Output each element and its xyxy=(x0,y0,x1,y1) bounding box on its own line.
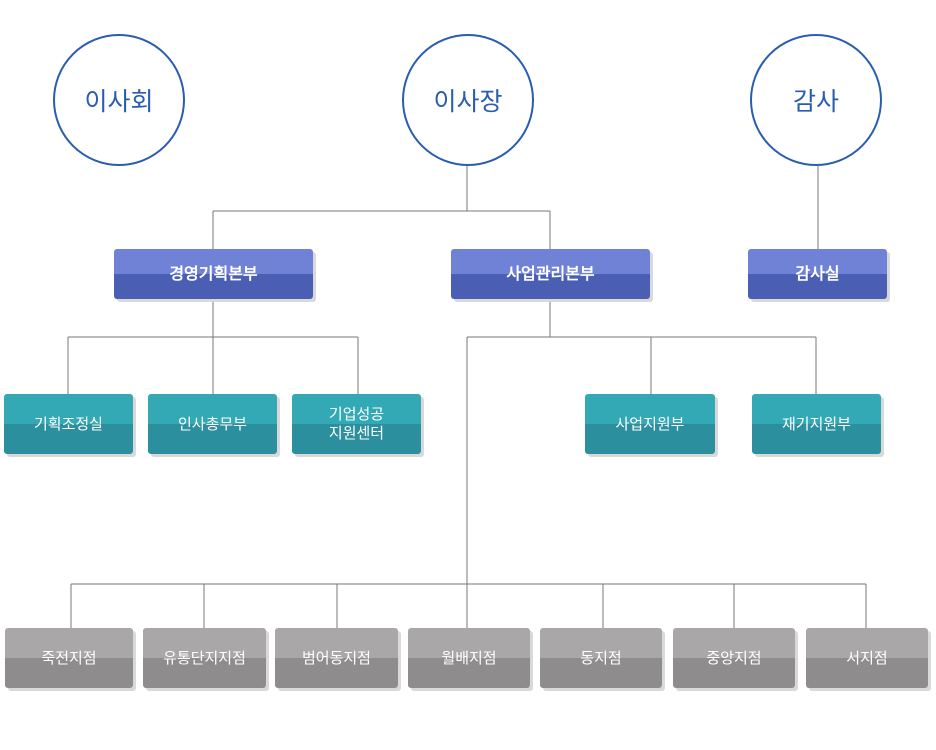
auditor-label: 감사 xyxy=(792,87,839,116)
board-label: 이사회 xyxy=(84,87,154,116)
branch-label: 월배지점 xyxy=(441,648,497,667)
dept-planning-coord-label: 기획조정실 xyxy=(33,414,103,433)
branch-box: 유통단지지점 xyxy=(143,628,266,688)
branch-box: 월배지점 xyxy=(408,628,530,688)
board-circle: 이사회 xyxy=(53,34,185,166)
dept-business-support: 사업지원부 xyxy=(585,394,715,454)
branch-label: 동지점 xyxy=(580,648,622,667)
dept-restart-support-label: 재기지원부 xyxy=(781,414,851,433)
dept-hr-general-label: 인사총무부 xyxy=(177,414,247,433)
division-audit-office: 감사실 xyxy=(748,249,887,299)
dept-success-center-line2: 지원센터 xyxy=(328,424,385,442)
dept-planning-coord: 기획조정실 xyxy=(4,394,133,454)
branch-box: 중앙지점 xyxy=(673,628,795,688)
branch-label: 유통단지지점 xyxy=(163,648,246,667)
chairman-circle: 이사장 xyxy=(402,34,534,166)
division-business: 사업관리본부 xyxy=(451,249,650,299)
branch-label: 범어동지점 xyxy=(301,648,371,667)
division-audit-office-label: 감사실 xyxy=(795,264,840,283)
dept-hr-general: 인사총무부 xyxy=(148,394,277,454)
branch-label: 중앙지점 xyxy=(706,648,762,667)
branch-box: 범어동지점 xyxy=(275,628,398,688)
branch-label: 서지점 xyxy=(846,648,888,667)
branch-box: 동지점 xyxy=(540,628,662,688)
branch-box: 죽전지점 xyxy=(5,628,133,688)
division-planning-label: 경영기획본부 xyxy=(169,264,258,283)
division-planning: 경영기획본부 xyxy=(114,249,313,299)
branch-box: 서지점 xyxy=(806,628,928,688)
chairman-label: 이사장 xyxy=(433,87,503,116)
dept-success-center-line1: 기업성공 xyxy=(328,405,385,424)
dept-restart-support: 재기지원부 xyxy=(752,394,881,454)
dept-success-center: 기업성공 지원센터 xyxy=(292,394,421,454)
dept-business-support-label: 사업지원부 xyxy=(615,414,685,433)
branch-label: 죽전지점 xyxy=(41,648,97,667)
division-business-label: 사업관리본부 xyxy=(506,264,595,283)
auditor-circle: 감사 xyxy=(750,34,882,166)
